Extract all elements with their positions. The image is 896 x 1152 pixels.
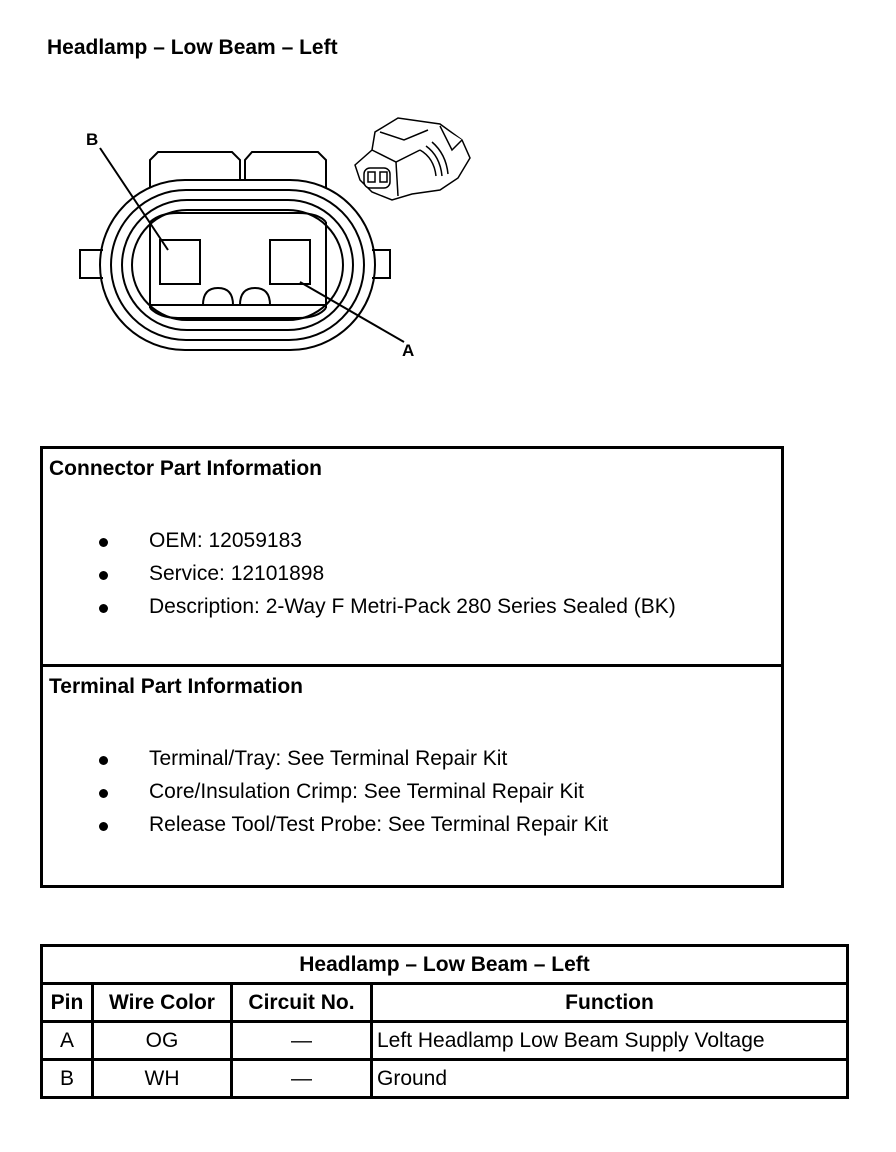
bullet-icon <box>99 538 108 547</box>
table-row: B WH — Ground <box>40 1058 850 1099</box>
bullet-icon <box>99 571 108 580</box>
pinout-table: Headlamp – Low Beam – Left Pin Wire Colo… <box>39 944 850 1099</box>
circuit-cell: — <box>230 1020 373 1061</box>
wire-color-cell: WH <box>91 1058 233 1099</box>
column-header: Circuit No. <box>230 982 373 1023</box>
pinout-table-title: Headlamp – Low Beam – Left <box>39 944 850 985</box>
function-cell: Ground <box>369 1058 850 1099</box>
connector-part-info: Connector Part Information OEM: 12059183… <box>43 449 781 667</box>
callout-a: A <box>402 341 414 360</box>
pin-cell: A <box>40 1020 94 1061</box>
connector-drawing: B A <box>79 117 471 360</box>
table-header-row: Pin Wire Color Circuit No. Function <box>40 982 850 1023</box>
page-title: Headlamp – Low Beam – Left <box>47 36 338 59</box>
bullet-icon <box>99 604 108 613</box>
terminal-part-info: Terminal Part Information Terminal/Tray:… <box>49 675 609 836</box>
column-header: Pin <box>40 982 94 1023</box>
connector-3d-icon <box>354 117 471 201</box>
circuit-cell: — <box>230 1058 373 1099</box>
function-cell: Left Headlamp Low Beam Supply Voltage <box>369 1020 850 1061</box>
connector-info-heading: Connector Part Information <box>49 457 323 480</box>
bullet-icon <box>99 756 108 765</box>
bullet-icon <box>99 822 108 831</box>
column-header: Function <box>369 982 850 1023</box>
terminal-info-heading: Terminal Part Information <box>49 675 303 698</box>
wire-color-cell: OG <box>91 1020 233 1061</box>
part-information-box: Connector Part Information OEM: 12059183… <box>40 446 784 888</box>
callout-b: B <box>86 130 98 149</box>
pin-cell: B <box>40 1058 94 1099</box>
bullet-icon <box>99 789 108 798</box>
column-header: Wire Color <box>91 982 233 1023</box>
table-row: A OG — Left Headlamp Low Beam Supply Vol… <box>40 1020 850 1061</box>
